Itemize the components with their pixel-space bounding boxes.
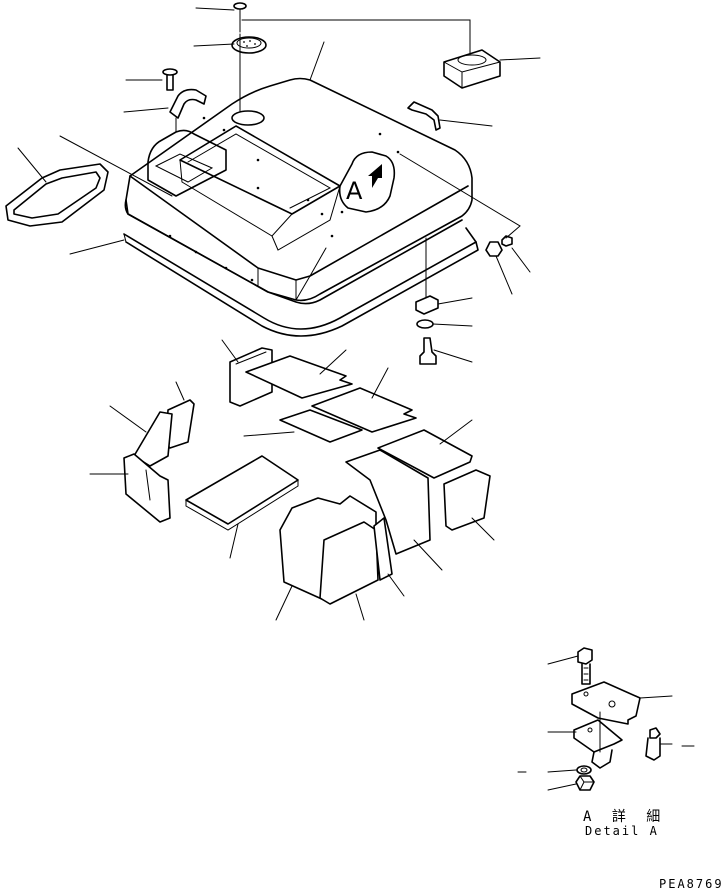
detail-a-assembly bbox=[571, 647, 661, 791]
arrow-icon bbox=[368, 164, 382, 188]
view-a-callout bbox=[338, 151, 396, 213]
top-parts bbox=[162, 2, 513, 365]
drawing-number: PEA8769 bbox=[659, 877, 724, 891]
detail-title-japanese: A 詳 細 bbox=[583, 809, 667, 825]
roof-seal-gasket bbox=[123, 227, 479, 337]
leader-lines-top bbox=[17, 7, 541, 363]
insulation-panels bbox=[123, 347, 491, 605]
leader-lines-panels bbox=[89, 339, 495, 621]
leader-lines-detail bbox=[517, 655, 695, 791]
hatch-gasket bbox=[5, 163, 109, 227]
view-letter-a: A bbox=[346, 177, 363, 205]
cab-roof-assembly bbox=[124, 77, 473, 305]
detail-title-english: Detail A bbox=[585, 824, 659, 838]
